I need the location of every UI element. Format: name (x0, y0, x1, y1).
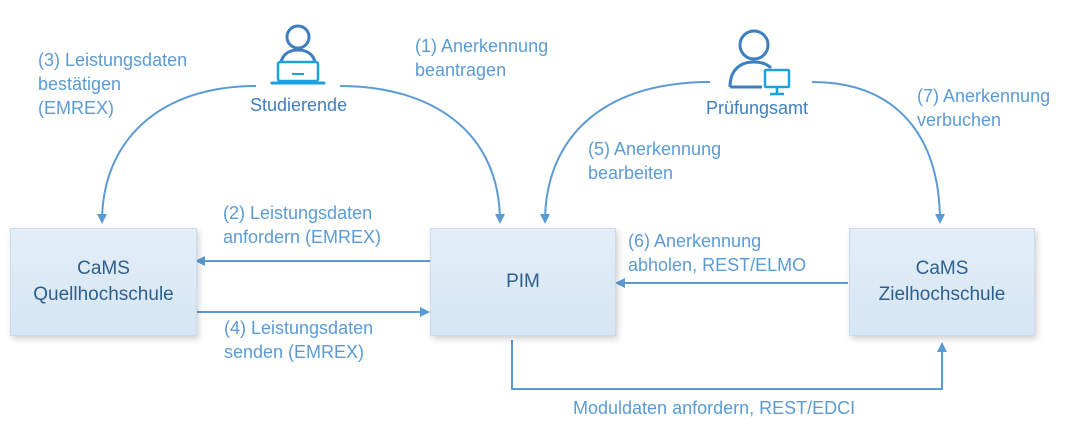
edge-2-line1: (2) Leistungsdaten (223, 203, 373, 223)
edge-1-line1: (1) Anerkennung (415, 36, 549, 56)
edge-7-label: (7) Anerkennung verbuchen (917, 84, 1050, 132)
edge-1-label: (1) Anerkennung beantragen (415, 34, 548, 82)
edge-2-label: (2) Leistungsdaten anfordern (EMREX) (223, 201, 381, 249)
edge-1-arrow (339, 85, 505, 224)
edge-6-line1: (6) Anerkennung (628, 231, 762, 251)
pim-box-label: PIM (506, 271, 540, 292)
edge-5-label: (5) Anerkennung bearbeiten (588, 137, 721, 185)
edge-8-label: Moduldaten anfordern, REST/EDCI (573, 398, 856, 418)
edge-2-line2: anfordern (EMREX) (223, 227, 382, 247)
edge-3-line2: bestätigen (38, 74, 122, 94)
edge-3-line3: (EMREX) (38, 98, 114, 118)
edge-5-arrow (540, 81, 711, 224)
target-box-line2: Zielhochschule (878, 284, 1006, 305)
source-box-line2: Quellhochschule (33, 284, 174, 305)
edge-3-arrow (97, 85, 257, 224)
edge-4-line1: (4) Leistungsdaten (224, 318, 374, 338)
target-box-line1: CaMS (915, 258, 969, 279)
edge-3-label: (3) Leistungsdaten bestätigen (EMREX) (38, 48, 187, 120)
source-box-line1: CaMS (77, 258, 130, 279)
target-university-box: CaMS Zielhochschule (849, 228, 1035, 336)
student-laptop-icon (270, 24, 326, 85)
edge-4-label: (4) Leistungsdaten senden (EMREX) (224, 316, 373, 364)
student-label: Studierende (250, 95, 348, 115)
edge-7-arrow (811, 81, 945, 224)
pim-box: PIM (430, 228, 616, 336)
edge-5-line2: bearbeiten (588, 163, 674, 183)
edge-1-line2: beantragen (415, 60, 507, 80)
edge-7-line1: (7) Anerkennung (917, 86, 1051, 106)
edge-6-line2: abholen, REST/ELMO (628, 255, 807, 275)
edge-8-arrow (511, 340, 947, 390)
edge-6-label: (6) Anerkennung abholen, REST/ELMO (628, 229, 806, 277)
edge-3-line1: (3) Leistungsdaten (38, 50, 188, 70)
exam-office-label: Prüfungsamt (706, 98, 809, 118)
edge-5-line1: (5) Anerkennung (588, 139, 722, 159)
person-computer-icon (728, 29, 791, 96)
edge-4-line2: senden (EMREX) (224, 342, 365, 362)
source-university-box: CaMS Quellhochschule (10, 228, 197, 336)
edge-7-line2: verbuchen (917, 110, 1002, 130)
